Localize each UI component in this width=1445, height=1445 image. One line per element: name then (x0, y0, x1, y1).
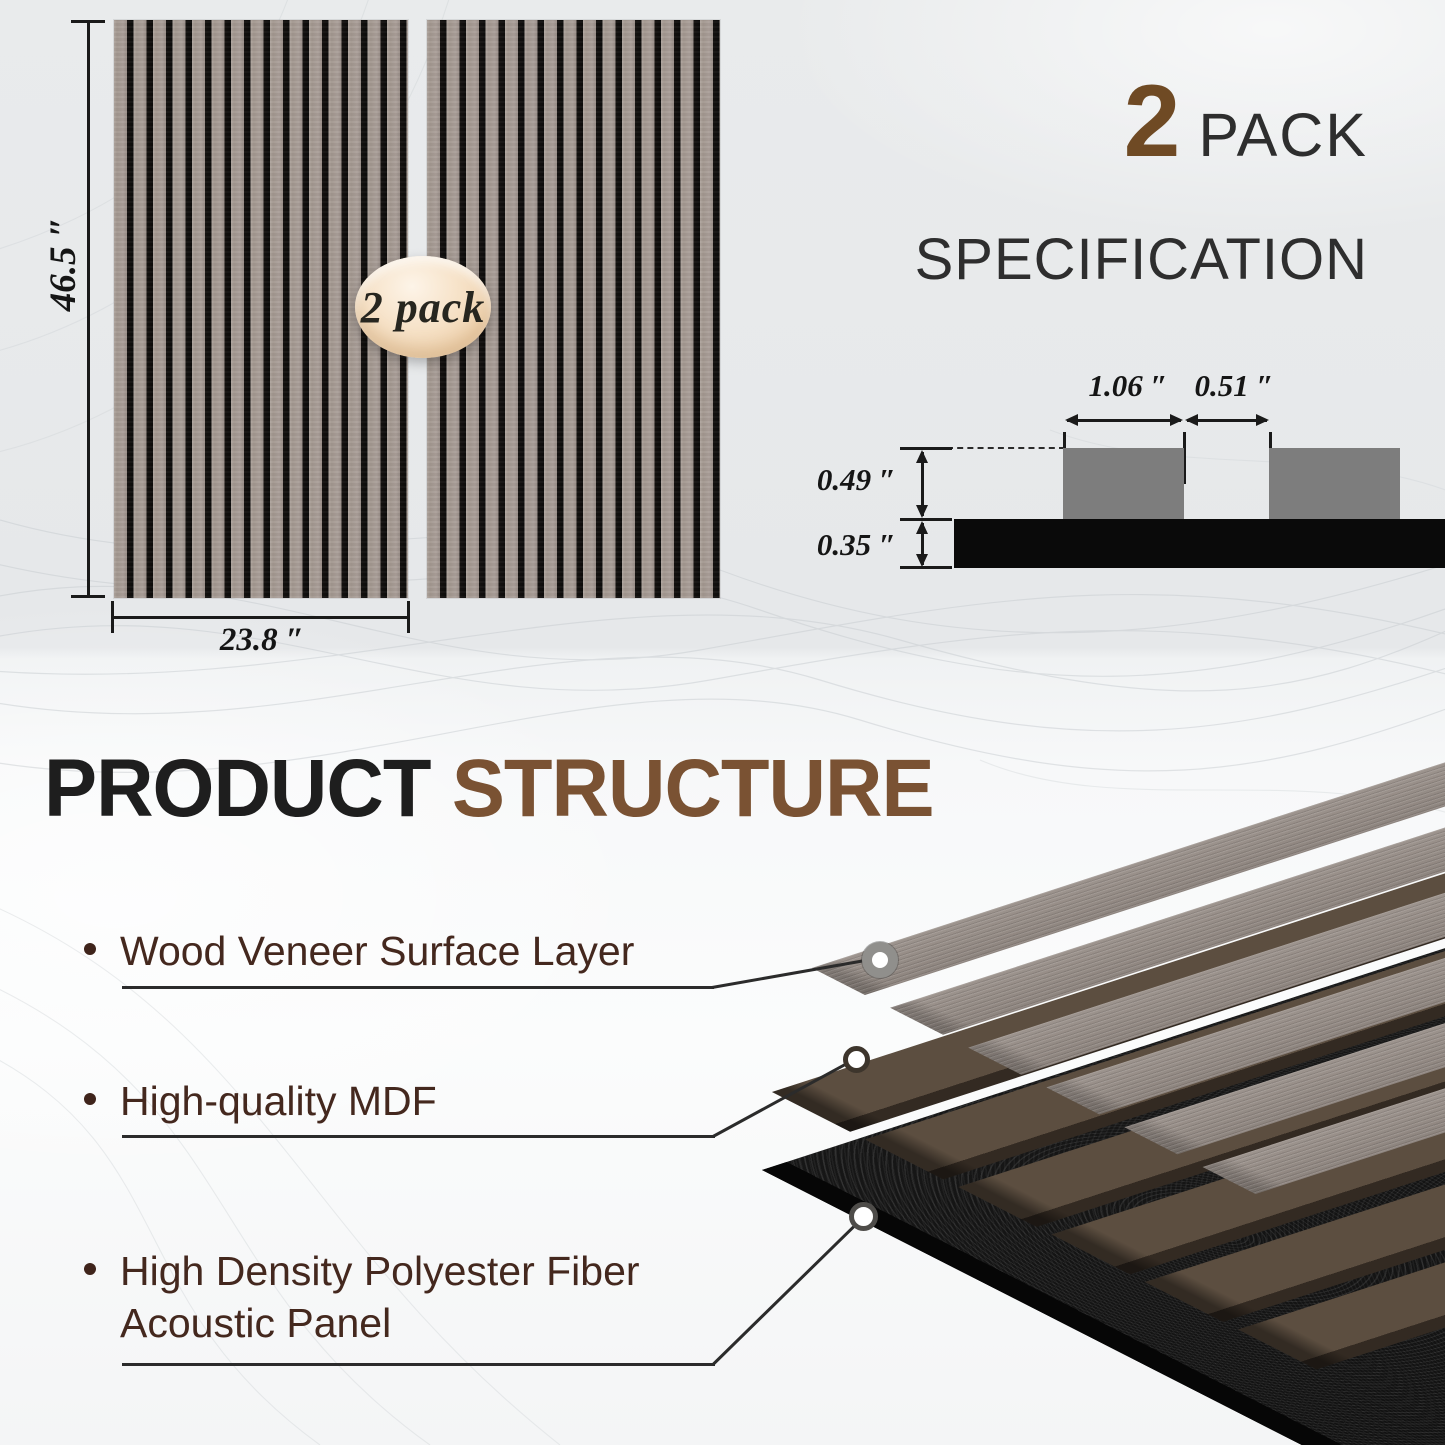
pack-word: PACK (1198, 101, 1368, 169)
layer-label-veneer-text: Wood Veneer Surface Layer (120, 928, 635, 974)
pack-heading: 2 PACK (1124, 70, 1368, 172)
width-dimension-line (113, 616, 410, 619)
layer-label-acoustic-line2: Acoustic Panel (120, 1299, 392, 1346)
specification-title: SPECIFICATION (914, 227, 1368, 292)
panel-height-label: 46.5 ″ (43, 216, 84, 312)
width-dimension-tick-left (111, 601, 114, 633)
layer-label-mdf-text: High-quality MDF (120, 1078, 437, 1124)
callout-underline-3 (122, 1363, 715, 1366)
spec-tick-2 (1183, 432, 1186, 484)
bullet-icon (84, 1263, 96, 1275)
pack-number: 2 (1123, 64, 1181, 178)
base-thickness-arrow (916, 521, 928, 567)
slat-width-arrow (1065, 414, 1183, 426)
spec-cap-line-top (900, 447, 952, 450)
layer-label-mdf: High-quality MDF (84, 1076, 437, 1128)
slat-height-label: 0.49 ″ (816, 462, 896, 497)
layer-label-acoustic: High Density Polyester Fiber Acoustic Pa… (84, 1246, 640, 1349)
callout-dot-veneer (862, 942, 898, 978)
bullet-icon (84, 943, 96, 955)
spec-slat-right (1269, 448, 1400, 519)
spec-slat-left (1063, 448, 1184, 519)
width-dimension-tick-right (407, 601, 410, 633)
spec-cap-line-middle (900, 518, 952, 521)
callout-dot-acoustic (849, 1202, 878, 1231)
callout-dot-mdf (843, 1046, 870, 1073)
panel-width-label: 23.8 ″ (219, 622, 305, 658)
gap-width-arrow (1185, 414, 1269, 426)
gap-width-label: 0.51 ″ (1194, 368, 1274, 403)
height-dimension-line (87, 22, 90, 597)
section-title-structure: STRUCTURE (451, 743, 935, 834)
height-dimension-cap-top (71, 20, 105, 23)
spec-base-bar (954, 519, 1445, 568)
slat-width-label: 1.06 ″ (1088, 368, 1168, 403)
callout-underline-2 (122, 1135, 715, 1138)
spec-cap-line-bottom (900, 566, 952, 569)
spec-dashed-line (947, 447, 1065, 449)
layer-label-acoustic-line1: High Density Polyester Fiber (120, 1248, 640, 1294)
callout-underline-1 (122, 986, 714, 989)
bullet-icon (84, 1093, 96, 1105)
layer-label-acoustic-text: High Density Polyester Fiber Acoustic Pa… (120, 1246, 640, 1349)
slat-height-arrow (916, 450, 928, 518)
pack-count-badge: 2 pack (355, 256, 491, 358)
section-title-product: PRODUCT (44, 743, 431, 834)
layer-label-veneer: Wood Veneer Surface Layer (84, 926, 634, 978)
height-dimension-cap-bottom (71, 595, 105, 598)
base-thickness-label: 0.35 ″ (816, 527, 896, 562)
